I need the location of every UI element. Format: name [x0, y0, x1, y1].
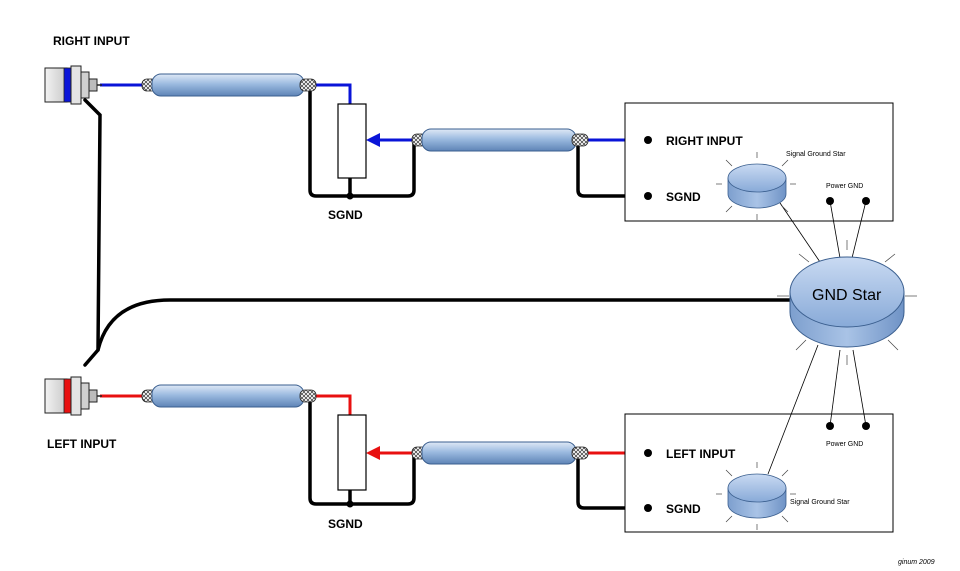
- bottom-signal-ground-star: [716, 462, 796, 530]
- star-connection-lines: [767, 199, 867, 475]
- top-potentiometer: [337, 103, 367, 179]
- top-sgnd-label: SGND: [328, 208, 363, 222]
- right-input-terminal-label: RIGHT INPUT: [666, 134, 743, 148]
- bottom-pot-ground-loop: [308, 396, 416, 506]
- right-wiper-arrow: [366, 133, 380, 147]
- bottom-sgnd-label: SGND: [328, 517, 363, 531]
- cable-top-1: [141, 73, 317, 97]
- bottom-sgnd-node: [346, 500, 354, 508]
- gnd-star: [777, 240, 917, 365]
- bottom-sgnd-wire: [576, 454, 650, 510]
- bottom-sgnd-terminal-label: SGND: [666, 502, 701, 516]
- top-signal-ground-star-label: Signal Ground Star: [786, 151, 846, 158]
- gnd-star-label: GND Star: [812, 287, 882, 304]
- bottom-sgnd-terminal-dot: [644, 504, 652, 512]
- top-pot-ground-loop: [308, 86, 416, 198]
- ground-wires: [83, 86, 792, 510]
- main-ground-wire: [96, 298, 792, 352]
- top-power-gnd-label: Power GND: [826, 183, 863, 190]
- right-input-terminal-dot: [644, 136, 652, 144]
- left-wiper-arrow: [366, 446, 380, 460]
- cable-bottom-1: [141, 384, 317, 408]
- cable-top-2: [411, 128, 589, 152]
- left-signal-wires: [100, 394, 648, 455]
- jack-ground-link: [83, 98, 102, 367]
- left-input-jack: [44, 376, 102, 416]
- left-input-terminal-label: LEFT INPUT: [666, 447, 736, 461]
- bottom-potentiometer: [337, 414, 367, 491]
- bottom-power-gnd-label: Power GND: [826, 441, 863, 448]
- right-input-jack: [44, 65, 102, 105]
- credit-label: ginum 2009: [898, 559, 935, 566]
- left-input-jack-label: LEFT INPUT: [47, 437, 117, 451]
- top-sgnd-node: [346, 192, 354, 200]
- top-signal-ground-star: [716, 152, 796, 220]
- top-sgnd-terminal-dot: [644, 192, 652, 200]
- bottom-signal-ground-star-label: Signal Ground Star: [790, 499, 850, 506]
- left-input-terminal-dot: [644, 449, 652, 457]
- cable-bottom-2: [411, 441, 589, 465]
- top-sgnd-terminal-label: SGND: [666, 190, 701, 204]
- top-sgnd-wire: [576, 142, 650, 198]
- left-cable-to-pot: [314, 394, 352, 415]
- right-cable-to-pot: [314, 83, 352, 104]
- right-input-jack-label: RIGHT INPUT: [53, 34, 130, 48]
